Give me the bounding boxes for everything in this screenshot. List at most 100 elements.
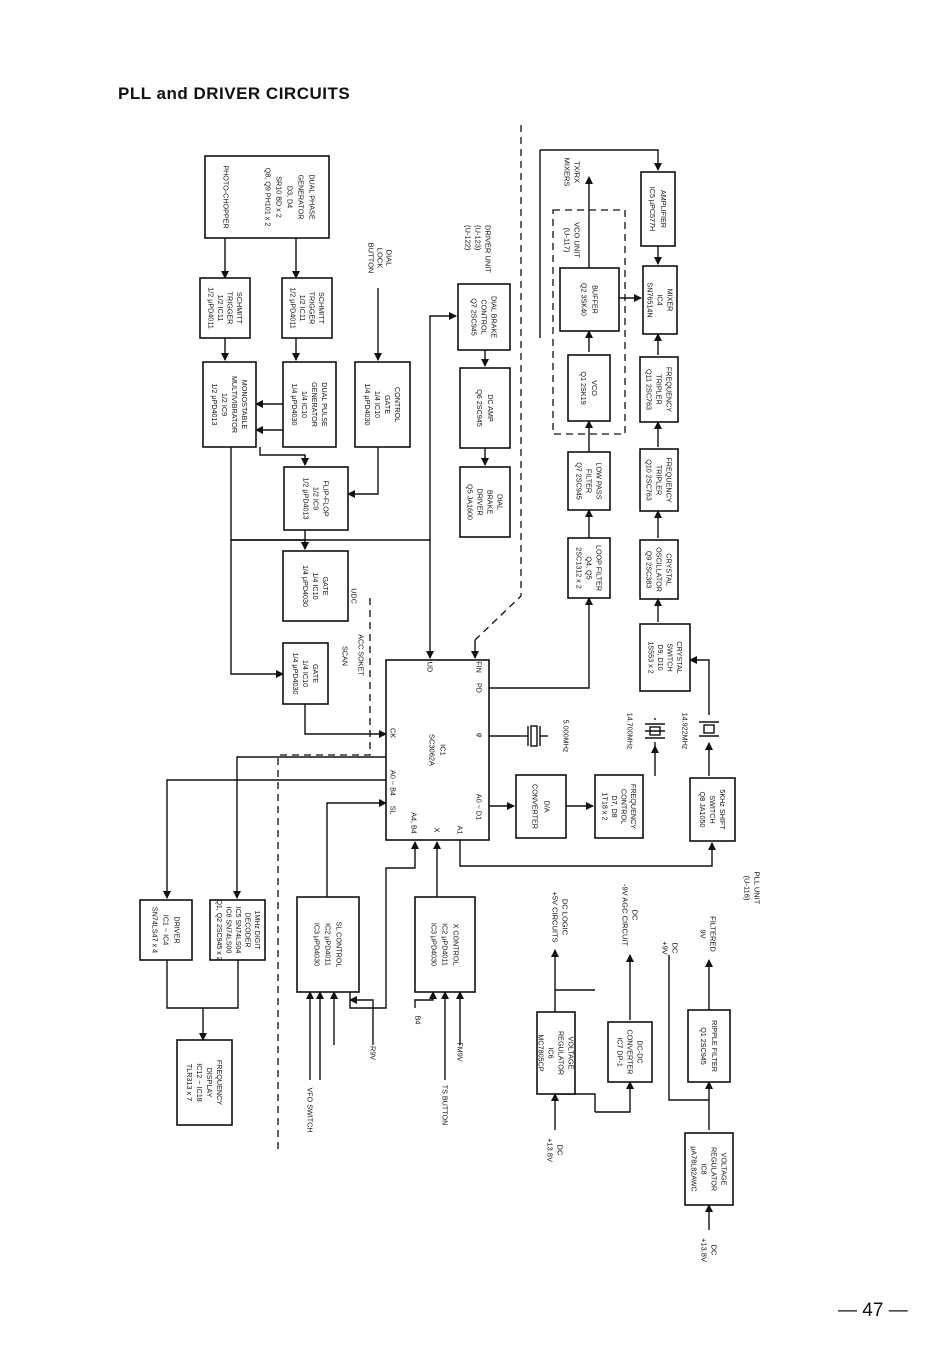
block-digit-decoder-box — [209, 899, 266, 961]
block-dial-brake-driver — [459, 466, 511, 538]
block-digit-decoder-label-line: DECODER — [244, 912, 251, 947]
block-monostable-label-line: MULTIVIBRATOR — [230, 376, 239, 433]
label-pin-ud: UD — [426, 662, 435, 672]
block-x-control-label-line: IC2 μPD4011 — [441, 923, 450, 966]
page-number: — 47 — — [838, 1300, 908, 1321]
label-pin-ck-line: CK — [389, 728, 398, 738]
block-loop-filter-label-line: LOOP FILTER — [595, 545, 604, 591]
block-crystal-switch — [639, 623, 691, 692]
block-schmitt-1-label-line: 1/2 μPD4011 — [206, 287, 215, 329]
block-control-gate-label-line: 1/4 IC10 — [373, 391, 382, 418]
block-dial-brake-control-label-line: DIAL BRAKE — [490, 296, 499, 338]
block-sl-control-box — [296, 896, 360, 993]
block-da-converter — [515, 774, 567, 839]
block-digit-decoder-label-line: Q1, Q2 2SC945 x 2 — [215, 899, 222, 960]
block-dual-pulse-gen-box — [282, 361, 337, 448]
block-schmitt-1 — [199, 277, 251, 339]
block-da-converter-label-line: CONVERTER — [531, 784, 540, 829]
label-driver-unit-line: (U-122) — [464, 225, 473, 251]
block-dc-amp-label-line: Q6 2SC945 — [475, 389, 484, 427]
block-dual-pulse-gen — [282, 361, 337, 448]
block-freq-display-label-line: FREQUENCY — [215, 1060, 224, 1105]
block-low-pass-filter-label-line: LOW PASS — [595, 462, 604, 499]
block-monostable-label-line: 1/2 μPD4013 — [210, 383, 219, 425]
block-crystal-switch-label-line: CRYSTAL — [675, 641, 684, 674]
block-digit-decoder — [209, 899, 266, 961]
block-freq-tripler-2-label-line: TRIPLER — [655, 465, 664, 495]
label-acc-soket-line: ACC SOKET — [357, 634, 366, 676]
block-gate-udc-label-line: GATE — [321, 576, 330, 595]
block-monostable — [202, 361, 257, 448]
label-xtal-5: 5.000MHz — [562, 720, 571, 753]
block-dual-phase-gen-label-line: SR10 BD x 2 — [275, 176, 284, 218]
block-x-control — [414, 896, 476, 993]
block-dc-amp-box — [459, 367, 511, 449]
label-dc-138-b: DC+13.8V — [700, 1238, 719, 1262]
block-freq-tripler-1-label-line: Q11 2SC763 — [645, 369, 654, 410]
block-freq-control-label-line: FREQUENCY — [629, 784, 638, 829]
label-pin-x: X — [433, 828, 442, 833]
block-freq-tripler-2-label-line: Q10 2SC763 — [645, 459, 654, 501]
block-amplifier-box — [640, 171, 676, 247]
block-shift-switch-label-line: 5KHz SHIFT — [718, 789, 727, 830]
block-driver-label-line: SN74LS47 x 4 — [151, 907, 160, 953]
label-pin-a1: A1 — [456, 826, 465, 835]
block-ic1 — [385, 659, 490, 841]
block-photo-chopper-label-line: PHOTO-CHOPPER — [222, 165, 231, 228]
block-schmitt-2-label-line: SCHMITT — [317, 292, 326, 325]
block-dial-brake-control-box — [457, 283, 511, 351]
label-pin-a0b4-line: A0 ~ B4 — [389, 770, 398, 796]
block-schmitt-1-label-line: TRIGGER — [225, 292, 234, 325]
block-dial-brake-driver-label-line: BRAKE — [486, 490, 495, 515]
block-freq-display-label-line: DISPLAY — [205, 1068, 214, 1098]
label-dc-138-a-line: +13.8V — [546, 1138, 555, 1162]
block-control-gate — [354, 361, 411, 448]
block-freq-tripler-2 — [639, 448, 679, 512]
block-buffer-label-line: BUFFER — [591, 285, 600, 314]
crystal-14700-icon — [645, 723, 665, 739]
block-loop-filter-label-line: 2SC1312 x 2 — [575, 547, 584, 589]
block-low-pass-filter-box — [567, 451, 611, 511]
label-dial-lock-line: DIAL — [385, 250, 394, 267]
label-dc-logic-line: DC LOGIC — [561, 899, 570, 936]
block-dual-phase-gen-label-line: D3, D4 — [286, 186, 295, 208]
block-vreg-ic6-box — [536, 1011, 576, 1095]
block-ripple-filter-box — [687, 1009, 731, 1083]
label-dc-agc: DC-9V AGC CIRCUIT — [621, 884, 640, 947]
block-driver — [139, 899, 193, 961]
block-dial-brake-driver-label-line: DRIVER — [476, 488, 485, 515]
block-crystal-osc-box — [639, 539, 679, 600]
block-schmitt-1-box — [199, 277, 251, 339]
label-pin-phi: φ — [476, 733, 485, 738]
block-ripple-filter-label-line: Q1 2SC945 — [699, 1027, 708, 1065]
block-low-pass-filter-label-line: Q7 2SC945 — [575, 462, 584, 500]
block-ripple-filter — [687, 1009, 731, 1083]
block-amplifier-label-line: IC5 μPC577H — [648, 187, 657, 232]
block-crystal-osc — [639, 539, 679, 600]
block-buffer — [559, 267, 620, 332]
block-schmitt-2-label-line: 1/2 μPD4011 — [288, 287, 297, 329]
label-dc-logic-line: +5V CIRCUITS — [551, 891, 560, 942]
block-dual-phase-gen-label-line: Q8, Q9 PH101 x 2 — [264, 168, 273, 227]
label-scan: SCAN — [341, 646, 350, 666]
label-pin-pd: PD — [475, 683, 484, 693]
label-dc-138-b-line: DC — [710, 1245, 719, 1256]
block-da-converter-label-line: D/A — [543, 801, 552, 813]
